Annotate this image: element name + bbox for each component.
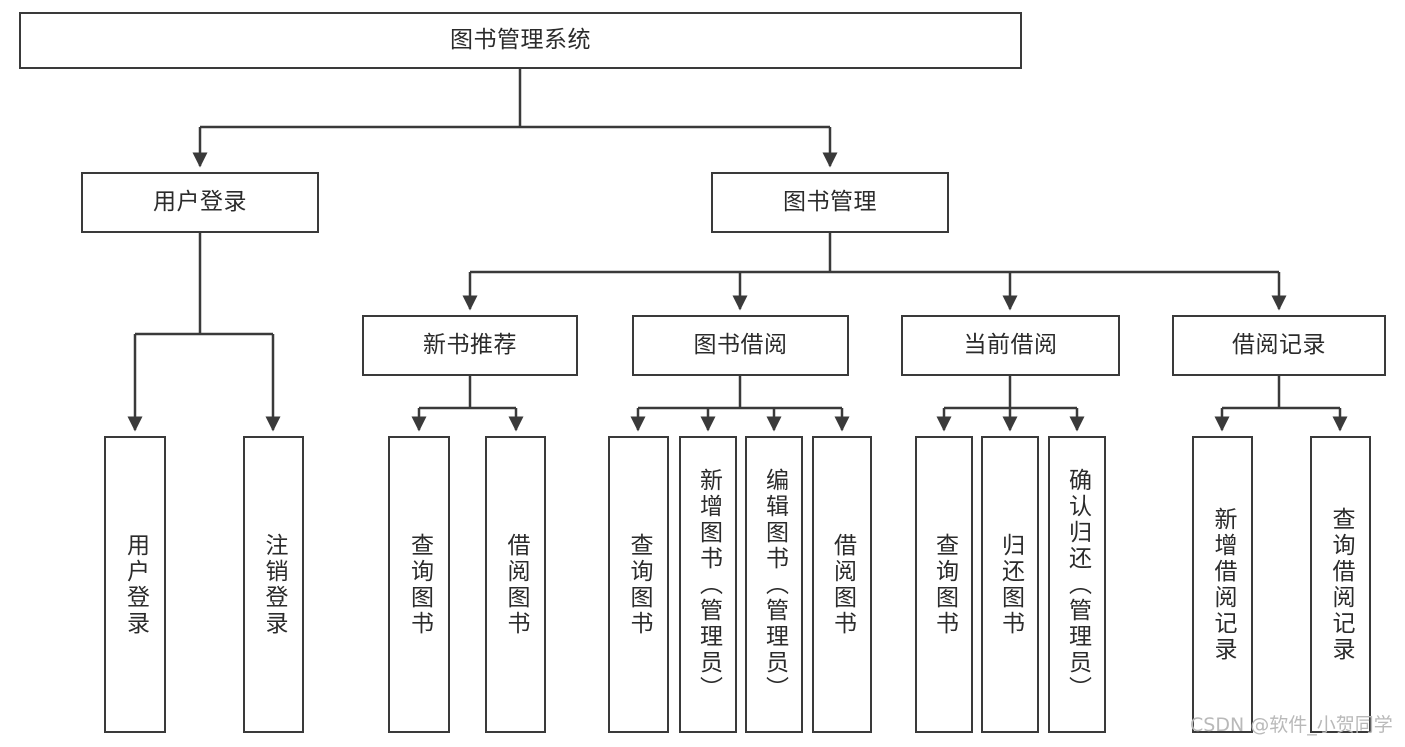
leaf-borrow-book-1-label: 借阅图书 (503, 532, 529, 637)
leaf-user-login-label: 用户登录 (122, 532, 149, 637)
node-book-borrow[interactable]: 图书借阅 (632, 315, 849, 376)
node-current-borrow-label: 当前借阅 (963, 332, 1058, 359)
leaf-query-book-2-label: 查询图书 (626, 532, 652, 637)
leaf-query-book-1-label: 查询图书 (406, 532, 433, 637)
leaf-query-borrow-record-label: 查询借阅记录 (1328, 506, 1354, 663)
leaf-logout-login-label: 注销登录 (261, 532, 287, 637)
node-user-login[interactable]: 用户登录 (81, 172, 319, 233)
leaf-add-book-admin[interactable]: 新增图书（管理员） (679, 436, 737, 733)
leaf-query-book-2[interactable]: 查询图书 (608, 436, 669, 733)
node-new-book-recommend-label: 新书推荐 (423, 332, 517, 359)
leaf-borrow-book-2[interactable]: 借阅图书 (812, 436, 872, 733)
node-borrow-record[interactable]: 借阅记录 (1172, 315, 1386, 376)
leaf-add-borrow-record[interactable]: 新增借阅记录 (1192, 436, 1253, 733)
node-new-book-recommend[interactable]: 新书推荐 (362, 315, 578, 376)
leaf-logout-login[interactable]: 注销登录 (243, 436, 304, 733)
leaf-query-book-3-label: 查询图书 (931, 532, 958, 637)
leaf-query-book-3[interactable]: 查询图书 (915, 436, 973, 733)
watermark-credit: CSDN @软件_小贺同学 (1190, 714, 1393, 736)
leaf-confirm-return-admin[interactable]: 确认归还（管理员） (1048, 436, 1106, 733)
node-root[interactable]: 图书管理系统 (19, 12, 1022, 69)
leaf-query-book-1[interactable]: 查询图书 (388, 436, 450, 733)
leaf-return-book[interactable]: 归还图书 (981, 436, 1039, 733)
leaf-add-borrow-record-label: 新增借阅记录 (1210, 506, 1236, 663)
leaf-query-borrow-record[interactable]: 查询借阅记录 (1310, 436, 1371, 733)
leaf-add-book-admin-label: 新增图书（管理员） (695, 467, 722, 702)
node-current-borrow[interactable]: 当前借阅 (901, 315, 1120, 376)
leaf-edit-book-admin[interactable]: 编辑图书（管理员） (745, 436, 803, 733)
node-book-manage-label: 图书管理 (783, 189, 877, 216)
leaf-user-login[interactable]: 用户登录 (104, 436, 166, 733)
leaf-borrow-book-1[interactable]: 借阅图书 (485, 436, 546, 733)
node-book-borrow-label: 图书借阅 (693, 332, 788, 359)
leaf-edit-book-admin-label: 编辑图书（管理员） (761, 467, 788, 702)
node-borrow-record-label: 借阅记录 (1232, 332, 1326, 359)
leaf-return-book-label: 归还图书 (997, 532, 1024, 637)
node-root-label: 图书管理系统 (450, 27, 591, 54)
node-user-login-label: 用户登录 (153, 189, 247, 216)
node-book-manage[interactable]: 图书管理 (711, 172, 949, 233)
leaf-borrow-book-2-label: 借阅图书 (829, 532, 856, 637)
leaf-confirm-return-admin-label: 确认归还（管理员） (1064, 467, 1091, 702)
